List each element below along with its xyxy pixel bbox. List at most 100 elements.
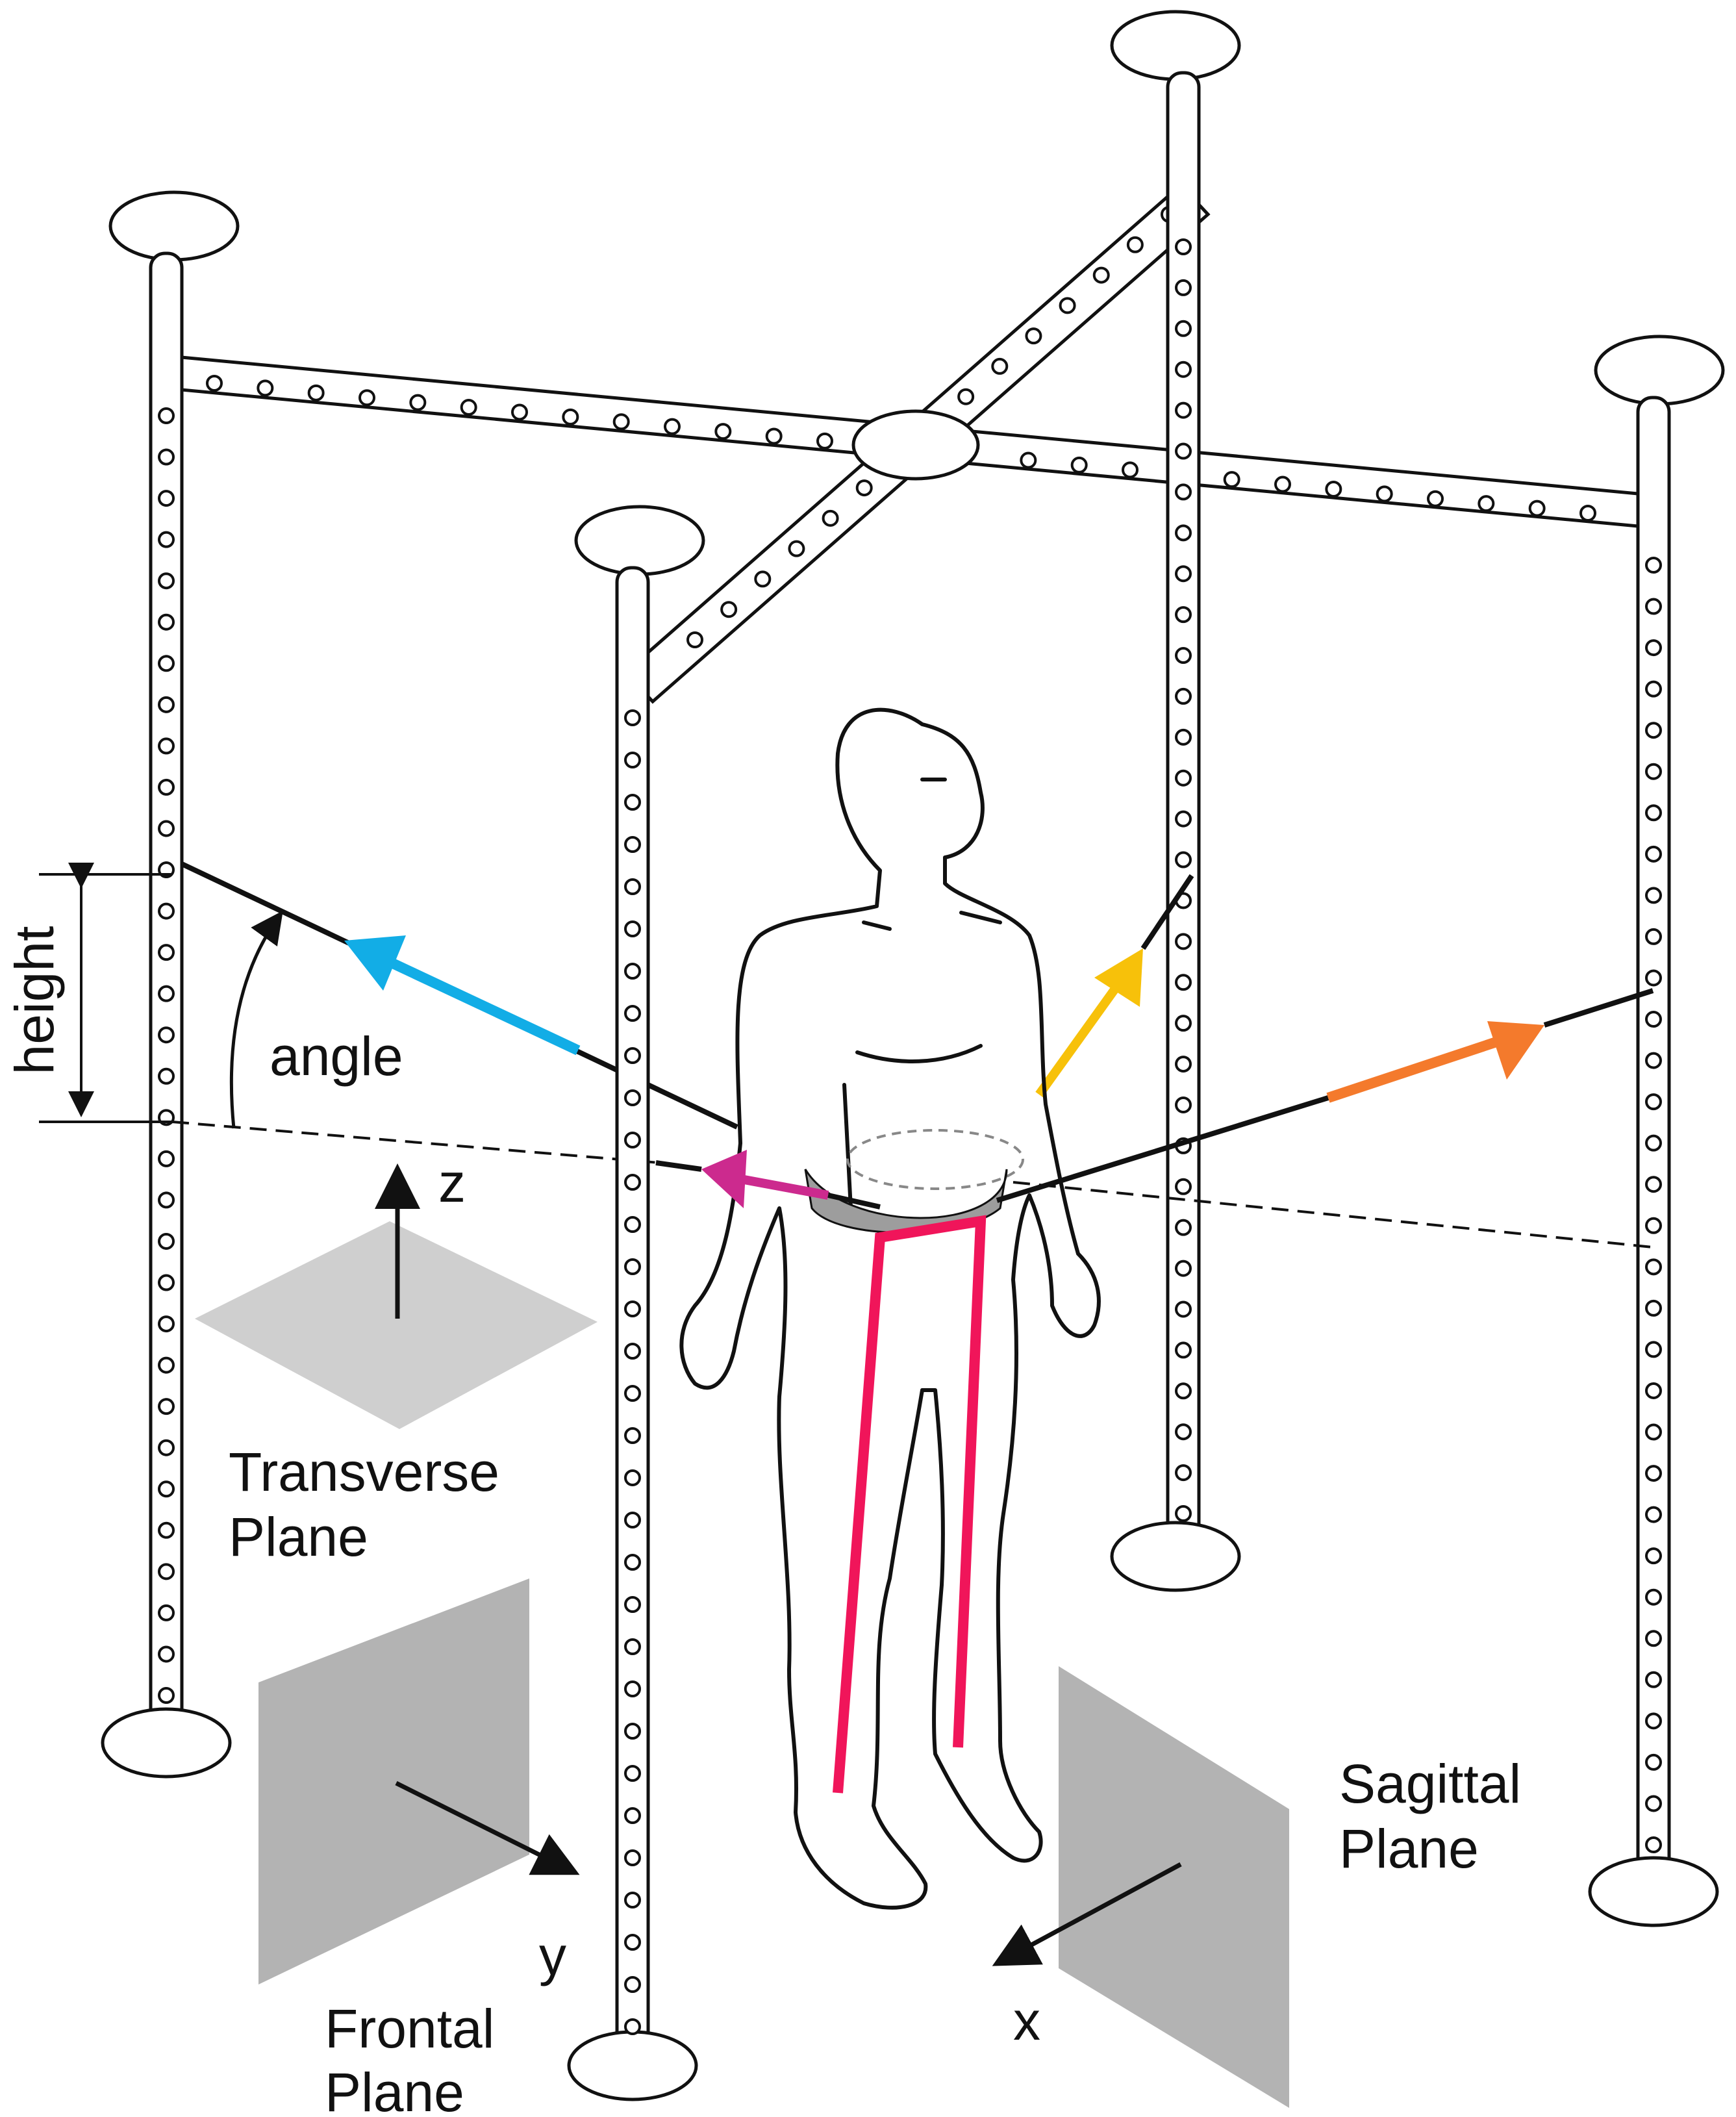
peg-hole [816,432,833,450]
z-axis-label: z [438,1152,466,1213]
peg-hole [822,509,839,527]
peg-hole [1645,1753,1662,1771]
peg-hole [1175,1300,1192,1318]
peg-hole [624,1216,641,1233]
peg-hole [788,540,805,557]
peg-hole [624,752,641,768]
peg-hole [1175,1341,1192,1359]
frame-post-back-left [101,190,240,1779]
peg-hole [1645,680,1662,698]
transverse-plane-label-2: Plane [229,1506,368,1567]
pelvis-belt [804,1129,1024,1234]
peg-hole [624,1512,641,1528]
peg-hole [1645,1217,1662,1234]
peg-hole [1175,728,1192,746]
peg-hole [720,601,738,618]
peg-hole [257,379,274,397]
peg-hole [624,1554,641,1571]
peg-hole [624,1849,641,1866]
transverse-plane-label-1: Transverse [229,1441,499,1502]
peg-hole [624,2018,641,2035]
peg-hole [714,423,732,440]
peg-hole [624,1807,641,1824]
peg-hole [1175,320,1192,337]
peg-hole [158,1274,175,1291]
peg-hole [1645,598,1662,615]
peg-hole [1175,442,1192,460]
peg-hole [624,1427,641,1444]
peg-hole [1175,1464,1192,1482]
peg-hole [624,1723,641,1740]
peg-hole [158,1398,175,1415]
peg-hole [1645,969,1662,987]
peg-hole [1645,1258,1662,1276]
sagittal-plane-label-1: Sagittal [1339,1753,1521,1814]
peg-hole [158,902,175,920]
peg-hole [1175,974,1192,991]
peg-hole [624,1089,641,1106]
peg-hole [1020,451,1037,469]
peg-hole [307,384,325,401]
leg-rods [833,1215,987,1794]
peg-hole [624,1132,641,1148]
peg-hole [158,655,175,672]
peg-hole [1175,1260,1192,1277]
cable-yellow [1035,874,1194,1098]
peg-hole [1175,1219,1192,1236]
peg-hole [624,878,641,895]
peg-hole [624,1300,641,1317]
peg-hole [158,1067,175,1085]
peg-hole [1175,851,1192,868]
angle-label: angle [270,1026,403,1087]
frontal-plane-label-1: Frontal [325,1998,494,2059]
peg-hole [624,794,641,811]
peg-hole [1175,565,1192,583]
peg-hole [158,1687,175,1704]
peg-hole [765,427,783,445]
peg-hole [1645,1630,1662,1647]
peg-hole [1645,1712,1662,1730]
peg-hole [1645,1671,1662,1688]
peg-hole [1645,763,1662,780]
peg-hole [1645,928,1662,945]
peg-hole [1070,456,1088,474]
peg-hole [1645,557,1662,574]
peg-hole [991,357,1009,375]
peg-hole [1175,483,1192,501]
peg-hole [1175,1423,1192,1441]
peg-hole [158,696,175,713]
peg-hole [1645,1506,1662,1523]
peg-hole [1122,461,1138,479]
peg-hole [1175,769,1192,787]
peg-hole [855,479,873,497]
peg-hole [206,375,223,392]
peg-hole [1175,1178,1192,1195]
peg-hole [511,403,528,421]
peg-hole [1427,490,1444,507]
peg-hole [1645,1547,1662,1565]
peg-hole [624,963,641,980]
cable-orange [996,988,1654,1203]
peg-hole [1126,236,1144,253]
peg-hole [624,1385,641,1402]
peg-hole [158,1232,175,1250]
reference-dashed-lines [171,1121,1654,1249]
peg-hole [1645,1299,1662,1317]
peg-hole [158,613,175,631]
peg-hole [1175,687,1192,705]
peg-hole [158,1439,175,1456]
peg-hole [612,413,630,431]
peg-hole [624,1469,641,1486]
peg-hole [624,1047,641,1064]
peg-hole [460,399,477,416]
peg-hole [158,1645,175,1663]
peg-hole [1645,1588,1662,1606]
peg-hole [624,1765,641,1782]
peg-hole [1175,401,1192,419]
peg-hole [1645,1011,1662,1028]
peg-hole [1175,606,1192,624]
peg-hole [1175,1015,1192,1032]
peg-hole [957,388,975,405]
height-label: height [4,926,65,1075]
